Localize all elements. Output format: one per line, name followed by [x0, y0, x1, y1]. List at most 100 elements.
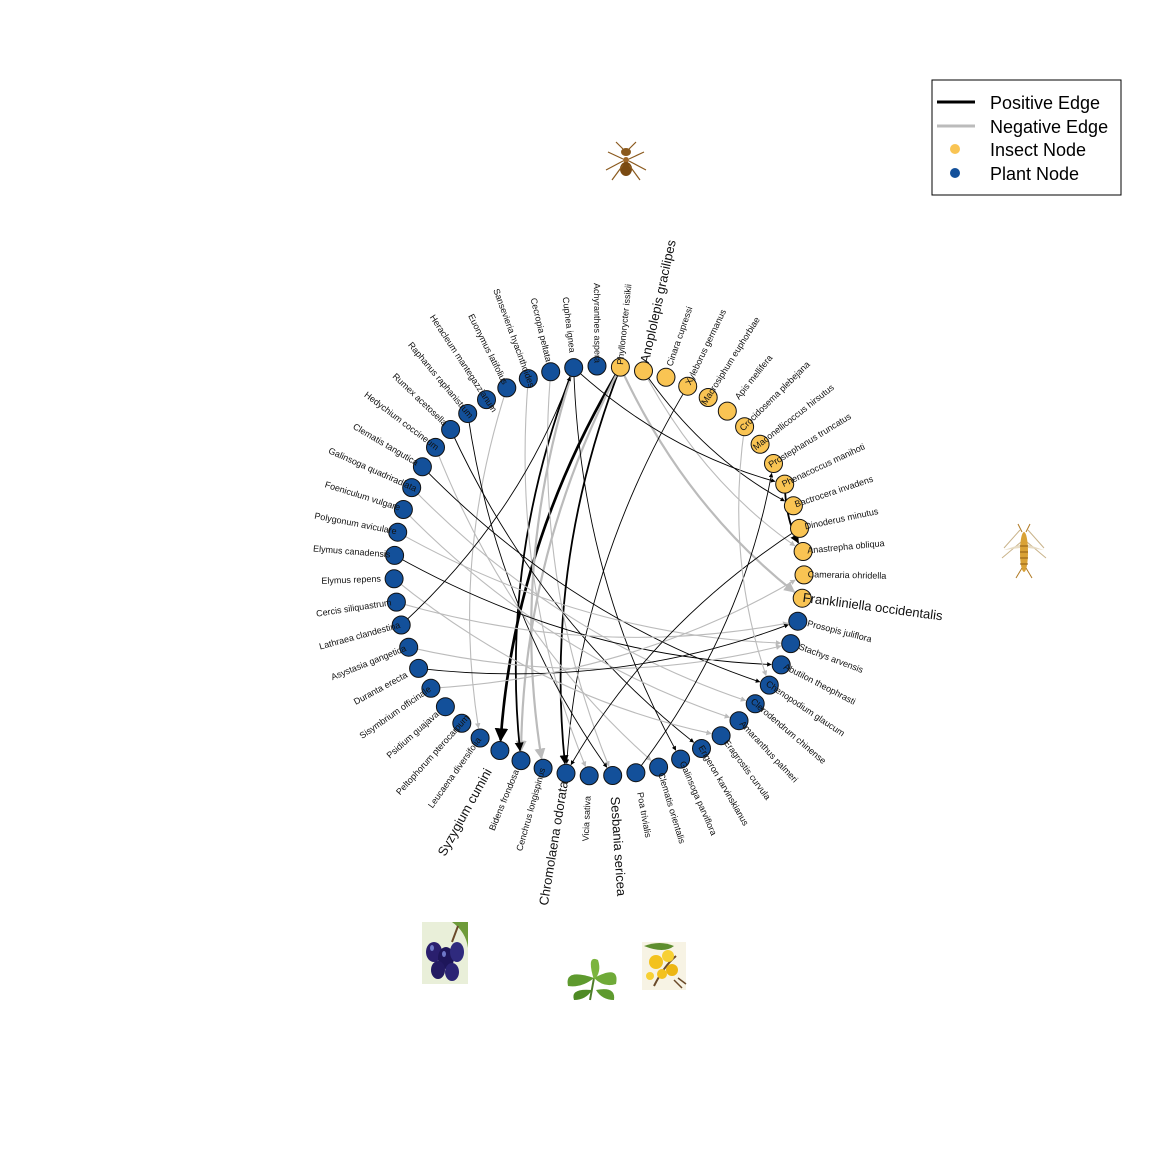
- nodes-layer: [384, 356, 814, 786]
- plant-node-rumex-acetosella[interactable]: [441, 420, 461, 439]
- node-label-foeniculum-vulgare: Foeniculum vulgare: [324, 479, 402, 512]
- node-label-prosopis-juliflora: Prosopis juliflora: [806, 618, 872, 644]
- negative-edge: [619, 366, 796, 593]
- negative-edge: [430, 579, 796, 689]
- insect-node-phenacoccus-manihoti[interactable]: [775, 474, 795, 494]
- node-label-clematis-orientalis: Clematis orientalis: [656, 771, 687, 845]
- insect-node-xyleborus-germanus[interactable]: [678, 376, 698, 396]
- plant-node-heracleum-mantegazzianum[interactable]: [477, 390, 496, 410]
- positive-edge: [564, 385, 689, 764]
- plant-node-hedychium-coccineum[interactable]: [426, 437, 445, 457]
- plant-node-bidens-frondosa[interactable]: [511, 751, 531, 771]
- plant-node-chromolaena-odorata[interactable]: [556, 763, 576, 783]
- positive-edge: [467, 413, 608, 768]
- plant-node-peltophorum-pterocarpum[interactable]: [452, 713, 472, 733]
- plant-node-galinsoga-quadriradiata[interactable]: [402, 478, 422, 498]
- plant-node-abutilon-theophrasti[interactable]: [771, 655, 791, 675]
- insect-node-maconellicoccus-hirsutus[interactable]: [750, 434, 770, 454]
- negative-edge: [524, 378, 587, 768]
- plant-node-elymus-repens[interactable]: [384, 569, 404, 589]
- plant-node-stachys-arvensis[interactable]: [781, 634, 801, 654]
- node-label-poa-trivialis: Poa trivialis: [635, 791, 653, 839]
- node-label-maconellicoccus-hirsutus: Maconellicoccus hirsutus: [751, 382, 836, 452]
- leaf-plant-icon: [567, 958, 617, 1001]
- plant-node-clematis-tangutica[interactable]: [412, 457, 432, 477]
- insect-node-prostephanus-truncatus[interactable]: [764, 454, 783, 473]
- positive-edge: [494, 366, 622, 742]
- insect-node-bactrocera-invadens[interactable]: [783, 496, 803, 516]
- insect-node-phyllonorycter-issikii[interactable]: [610, 357, 630, 377]
- plant-node-cuphea-ignea[interactable]: [564, 358, 584, 378]
- insect-node-frankliniella-occidentalis[interactable]: [792, 588, 812, 608]
- plant-node-erigeron-karvinskianus[interactable]: [692, 739, 711, 758]
- legend-negative-label: Negative Edge: [990, 117, 1108, 137]
- negative-edge: [515, 366, 622, 752]
- plant-node-foeniculum-vulgare[interactable]: [393, 500, 413, 519]
- negative-edge: [546, 371, 610, 767]
- node-label-cecropia-peltata: Cecropia peltata: [529, 297, 554, 363]
- node-label-polygonum-aviculare: Polygonum aviculare: [314, 511, 398, 537]
- plant-node-galinsoga-parviflora[interactable]: [671, 749, 691, 769]
- positive-edge: [422, 466, 761, 683]
- node-label-cercis-siliquastrum: Cercis siliquastrum: [315, 597, 392, 618]
- plant-node-raphanus-raphanistrum[interactable]: [458, 404, 478, 423]
- ant-icon: [605, 141, 647, 181]
- plant-node-eragrostis-curvula[interactable]: [711, 726, 731, 746]
- plant-node-amaranthus-palmeri[interactable]: [729, 711, 749, 731]
- positive-edge: [643, 370, 785, 502]
- plant-node-syzygium-cumini[interactable]: [490, 741, 510, 760]
- plant-node-clerodendrum-chinense[interactable]: [745, 694, 765, 714]
- positive-edge: [559, 366, 622, 765]
- insect-node-apis-mellifera[interactable]: [717, 401, 737, 421]
- plant-node-cenchrus-longispinus[interactable]: [533, 758, 553, 778]
- plant-node-cercis-siliquastrum[interactable]: [386, 592, 406, 612]
- legend-insect-label: Insect Node: [990, 140, 1086, 160]
- plant-node-poa-trivialis[interactable]: [626, 763, 646, 783]
- negative-edge: [643, 370, 796, 547]
- plant-node-euonymus-latifolius[interactable]: [497, 378, 517, 398]
- legend-plant-label: Plant Node: [990, 164, 1079, 184]
- insect-node-anastrepha-obliqua[interactable]: [793, 542, 813, 561]
- plant-node-chenopodium-glaucum[interactable]: [759, 675, 779, 695]
- negative-edge: [396, 601, 789, 638]
- positive-edge: [573, 367, 677, 751]
- node-label-vicia-sativa: Vicia sativa: [581, 796, 593, 842]
- plant-node-psidium-guajava[interactable]: [435, 697, 455, 717]
- insect-node-crocidosema-plebejana[interactable]: [735, 417, 755, 437]
- plant-node-elymus-canadensis[interactable]: [385, 545, 405, 565]
- plant-node-sisymbrium-officinale[interactable]: [421, 678, 441, 698]
- negative-edge: [393, 578, 712, 736]
- plant-node-prosopis-juliflora[interactable]: [788, 611, 808, 631]
- negative-edge: [469, 387, 508, 729]
- node-label-phyllonorycter-issikii: Phyllonorycter issikii: [615, 284, 633, 366]
- negative-edge: [738, 426, 768, 677]
- insect-node-cameraria-ohridella[interactable]: [794, 565, 814, 585]
- node-label-elymus-canadensis: Elymus canadensis: [313, 544, 392, 560]
- plant-node-clematis-orientalis[interactable]: [649, 757, 669, 777]
- node-label-lathraea-clandestina: Lathraea clandestina: [318, 620, 401, 652]
- plant-node-vicia-sativa[interactable]: [579, 766, 599, 786]
- node-label-crocidosema-plebejana: Crocidosema plebejana: [738, 359, 812, 433]
- plant-node-duranta-erecta[interactable]: [409, 658, 429, 678]
- plant-node-leucaena-diversifolia[interactable]: [470, 728, 490, 748]
- plant-node-cecropia-peltata[interactable]: [541, 362, 561, 382]
- insect-node-macrosiphum-euphorbiae[interactable]: [698, 388, 718, 407]
- legend-plant-swatch: [950, 168, 960, 178]
- insect-node-cinara-cupressi[interactable]: [656, 367, 676, 387]
- node-label-cameraria-ohridella: Cameraria ohridella: [808, 569, 887, 581]
- plant-node-asystasia-gangetica[interactable]: [399, 637, 419, 657]
- positive-edge: [394, 555, 772, 667]
- plant-node-sesbania-sericea[interactable]: [603, 766, 623, 785]
- positive-edge: [570, 528, 800, 766]
- node-label-peltophorum-pterocarpum: Peltophorum pterocarpum: [394, 713, 471, 797]
- plant-node-sansevieria-hyacinthoides[interactable]: [518, 369, 538, 389]
- insect-node-dinoderus-minutus[interactable]: [790, 518, 809, 538]
- edges-layer: [393, 366, 800, 773]
- plant-node-lathraea-clandestina[interactable]: [391, 615, 411, 635]
- node-label-cuphea-ignea: Cuphea ignea: [561, 296, 578, 353]
- insect-node-anoplolepis-gracilipes[interactable]: [634, 361, 653, 381]
- plant-node-polygonum-aviculare[interactable]: [388, 522, 408, 542]
- node-label-cenchrus-longispinus: Cenchrus longispinus: [514, 766, 547, 852]
- plant-node-achyranthes-aspera[interactable]: [587, 356, 607, 376]
